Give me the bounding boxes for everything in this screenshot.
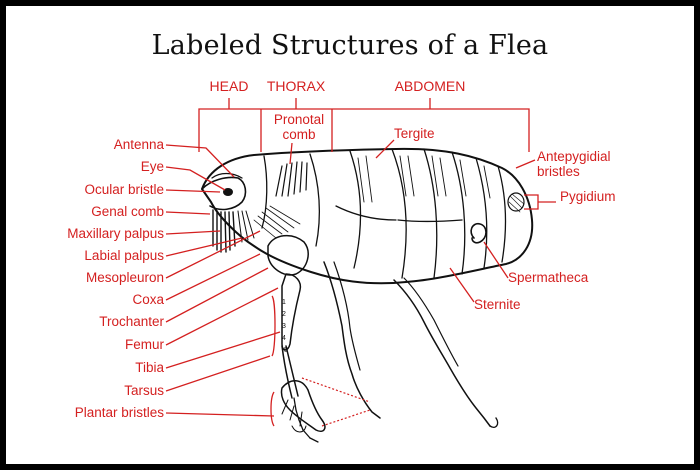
label-antepygidial-line1: Antepygidial xyxy=(537,149,611,164)
pygidium-mark xyxy=(507,192,525,212)
middle-leg-inner xyxy=(333,261,361,371)
magnifier-lines xyxy=(301,377,371,427)
leader-tergite xyxy=(375,139,395,159)
hind-leg-claw xyxy=(489,417,499,428)
tarsal-number: 1 xyxy=(282,299,286,306)
leader-trochanter xyxy=(165,267,269,323)
segment-plates xyxy=(261,148,507,279)
mesopleuron-mark xyxy=(253,205,301,239)
label-sternite: Sternite xyxy=(474,297,521,312)
leader-spermatheca xyxy=(483,241,509,279)
flea-illustration: 1 2 3 4 5 xyxy=(201,147,534,443)
antenna-mark xyxy=(211,172,243,179)
diagram-title: Labeled Structures of a Flea xyxy=(151,30,549,61)
label-trochanter: Trochanter xyxy=(99,314,164,329)
label-plantar-bristles: Plantar bristles xyxy=(75,405,165,420)
label-eye: Eye xyxy=(141,159,164,174)
leader-labial-palpus xyxy=(165,237,243,257)
label-femur: Femur xyxy=(125,337,165,352)
segment-brackets: HEAD THORAX ABDOMEN xyxy=(198,78,530,152)
leader-plantar-bristles xyxy=(165,412,275,417)
leader-coxa xyxy=(165,253,261,301)
right-labels: Pronotal comb Tergite Antepygidial brist… xyxy=(274,112,616,312)
tarsal-number-group: 1 2 3 4 5 xyxy=(282,299,288,354)
hind-leg xyxy=(393,279,491,427)
body-outline xyxy=(201,147,534,285)
leader-eye xyxy=(165,166,226,191)
label-genal-comb: Genal comb xyxy=(91,204,164,219)
tarsal-number: 5 xyxy=(284,347,288,354)
leader-genal-comb xyxy=(165,211,211,215)
segment-label-head: HEAD xyxy=(210,78,249,94)
segment-label-abdomen: ABDOMEN xyxy=(395,78,466,94)
left-labels: Antenna Eye Ocular bristle Genal comb Ma… xyxy=(67,137,281,427)
leader-mesopleuron xyxy=(165,230,261,279)
tergite-bristles xyxy=(357,155,491,203)
pronotal-comb-mark xyxy=(275,161,308,197)
leader-tibia xyxy=(165,331,281,369)
label-labial-palpus: Labial palpus xyxy=(84,248,164,263)
leader-antepygidial xyxy=(515,159,536,169)
tarsus-bracket xyxy=(271,295,276,357)
leader-pronotal-comb xyxy=(289,142,293,165)
leader-antenna xyxy=(165,144,235,178)
label-mesopleuron: Mesopleuron xyxy=(86,270,164,285)
label-pronotal-comb-line1: Pronotal xyxy=(274,112,324,127)
coxa-mark xyxy=(267,234,309,276)
leader-ocular-bristle xyxy=(165,189,221,193)
leader-maxillary-palpus xyxy=(165,230,221,235)
hind-leg-inner xyxy=(403,277,459,367)
head-shield xyxy=(201,176,247,211)
tarsal-number: 4 xyxy=(282,335,286,342)
palpus-marks xyxy=(237,210,255,243)
spermatheca-mark xyxy=(470,222,487,244)
label-maxillary-palpus: Maxillary palpus xyxy=(67,226,164,241)
segment-label-thorax: THORAX xyxy=(267,78,326,94)
leader-femur xyxy=(165,287,279,346)
label-spermatheca: Spermatheca xyxy=(508,270,589,285)
tarsus-mark xyxy=(293,397,319,443)
label-antepygidial-line2: bristles xyxy=(537,164,580,179)
label-tergite: Tergite xyxy=(394,126,435,141)
label-antenna: Antenna xyxy=(114,137,165,152)
leader-sternite xyxy=(449,267,475,303)
diagram-frame: Labeled Structures of a Flea xyxy=(6,6,694,464)
eye-mark xyxy=(223,188,233,196)
label-tarsus: Tarsus xyxy=(124,383,164,398)
plantar-bristle-lines xyxy=(281,399,307,433)
flea-diagram: 1 2 3 4 5 xyxy=(67,78,616,443)
plantar-bristles-mark xyxy=(280,380,326,432)
label-tibia: Tibia xyxy=(135,360,164,375)
label-pygidium: Pygidium xyxy=(560,189,616,204)
tarsal-number: 3 xyxy=(282,323,286,330)
plantar-bracket xyxy=(270,391,275,427)
label-pronotal-comb-line2: comb xyxy=(282,127,315,142)
leader-tarsus xyxy=(165,355,271,392)
tibia-mark xyxy=(281,345,299,399)
label-ocular-bristle: Ocular bristle xyxy=(84,182,164,197)
label-coxa: Coxa xyxy=(132,292,164,307)
pygidium-texture xyxy=(508,193,525,213)
middle-leg xyxy=(323,261,381,419)
femur-mark xyxy=(281,273,302,351)
tarsal-number: 2 xyxy=(282,311,286,318)
